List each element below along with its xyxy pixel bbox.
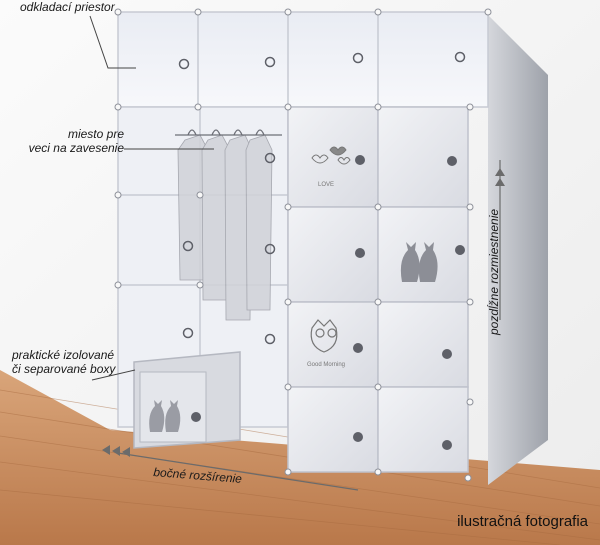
callout-lines	[89, 15, 214, 381]
door	[377, 386, 469, 473]
hanger-rail	[175, 129, 282, 136]
hanging-space-label: miesto pre veci na zavesenie	[18, 127, 124, 155]
boxes-label: praktické izolované či separované boxy	[12, 348, 115, 376]
door-owl	[287, 301, 379, 388]
owl-decoration	[310, 319, 338, 353]
storage-compartments	[117, 11, 489, 108]
hanging-label-line1: miesto pre	[67, 127, 124, 141]
storage-label: odkladací priestor	[20, 0, 115, 14]
boxes-label-line2: či separované boxy	[12, 362, 116, 376]
good-morning-text: Good Morning	[307, 362, 345, 368]
longitudinal-label: pozdĺžne rozmiestnenie	[487, 208, 501, 335]
door	[377, 301, 469, 388]
door	[287, 386, 379, 473]
longitudinal-arrow	[495, 160, 505, 320]
box-cats-decoration	[149, 400, 181, 432]
wardrobe-side	[488, 15, 548, 485]
door-love	[287, 106, 379, 208]
hanging-label-line2: veci na zavesenie	[28, 141, 124, 155]
love-decoration	[311, 146, 351, 165]
side-extension-arrow	[102, 445, 359, 491]
boxes-label-line1: praktické izolované	[12, 348, 115, 362]
door-grid	[287, 106, 469, 473]
connectors	[114, 8, 492, 482]
door-knobs	[178, 51, 466, 450]
cats-decoration	[400, 242, 438, 282]
love-text: LOVE	[318, 182, 334, 188]
caption: ilustračná fotografia	[457, 513, 588, 530]
